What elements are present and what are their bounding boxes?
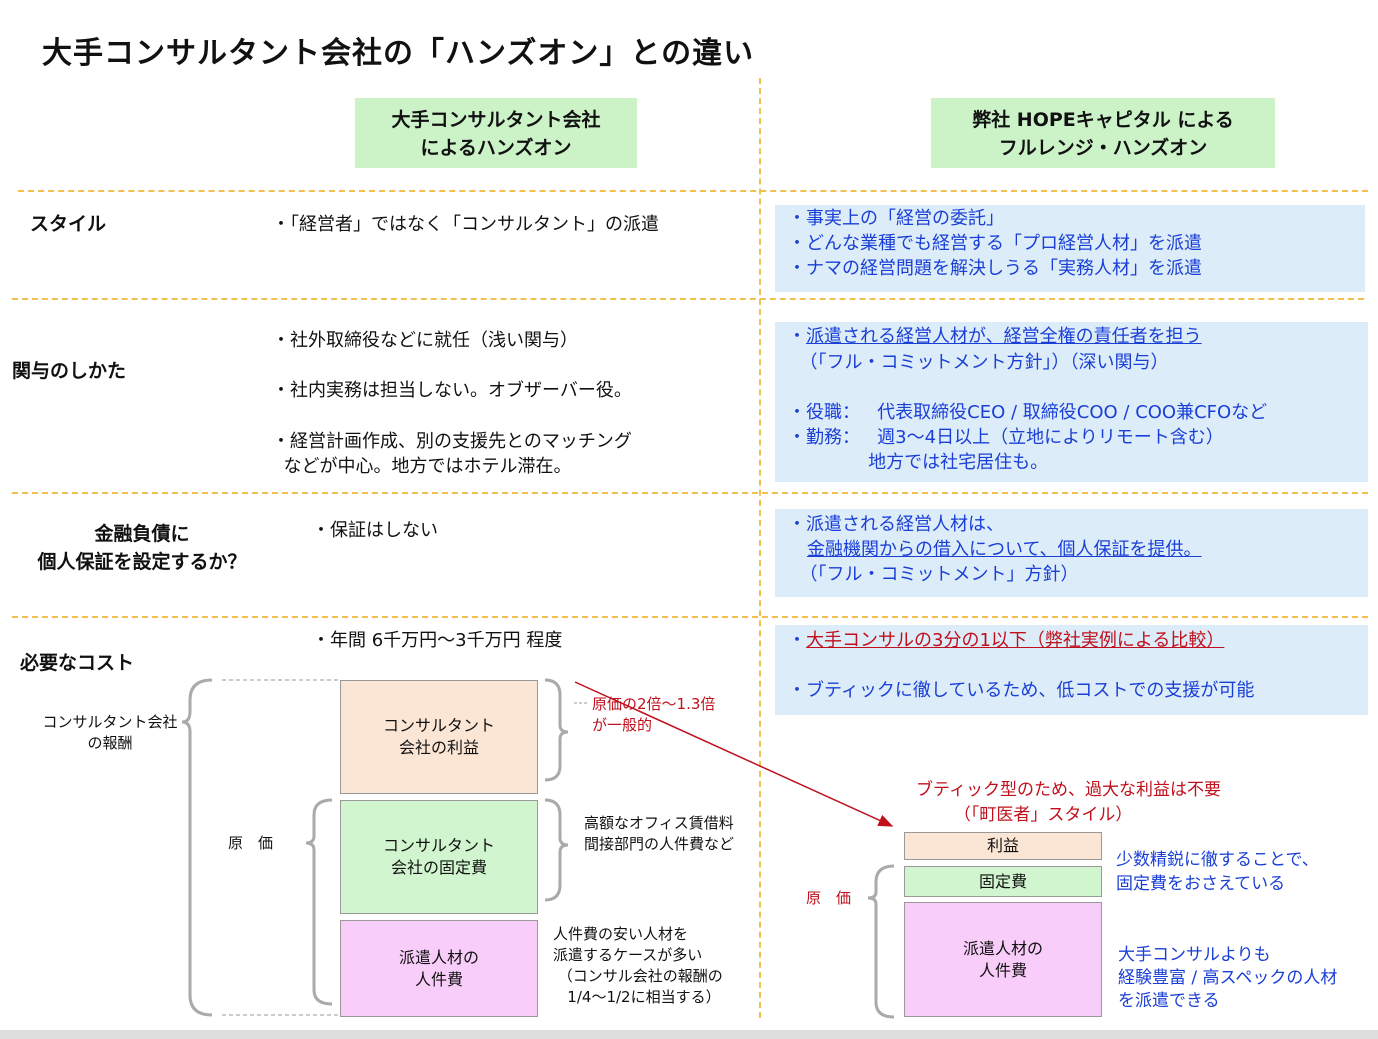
cost-right-1: 大手コンサルの3分の1以下（弊社実例による比較） <box>806 630 1225 651</box>
row-divider <box>12 616 1368 618</box>
involvement-left-1: ・社外取締役などに就任（浅い関与） <box>272 330 578 351</box>
page-title: 大手コンサルタント会社の「ハンズオン」との違い <box>42 36 755 71</box>
cost-right-2: ・ブティックに徹しているため、低コストでの支援が可能 <box>788 680 1255 701</box>
fixed-cost-box-right: 固定費 <box>904 866 1102 897</box>
guarantee-right-2: 金融機関からの借入について、個人保証を提供。 <box>807 539 1202 560</box>
involvement-right-1: 派遣される経営人材が、経営全権の責任者を担う <box>806 326 1202 347</box>
guarantee-left-text: ・保証はしない <box>312 520 438 541</box>
involvement-left-2: ・社内実務は担当しない。オブザーバー役。 <box>272 380 632 401</box>
involvement-right-3: ・役職： 代表取締役CEO / 取締役COO / COO兼CFOなど ・勤務： … <box>788 402 1268 473</box>
guarantee-right-3: （「フル・コミットメント」方針） <box>788 564 1079 585</box>
cost-left-text: ・年間 6千万円～3千万円 程度 <box>312 630 563 651</box>
labor-cost-box-left: 派遣人材の 人件費 <box>340 920 538 1017</box>
bullet: ・ <box>788 630 806 651</box>
style-right-box <box>775 205 1365 292</box>
fixed-cost-box-left: コンサルタント 会社の固定費 <box>340 800 538 914</box>
bracket-profit <box>544 678 569 782</box>
involvement-right-2: （「フル・コミットメント方針」）（深い関与） <box>788 352 1169 373</box>
right-diagram-heading: ブティック型のため、過大な利益は不要 （「町医者」スタイル） <box>916 780 1221 825</box>
note-fixed-right: 少数精鋭に徹することで、 固定費をおさえている <box>1116 850 1319 894</box>
bracket-fixed <box>544 798 569 902</box>
cost-right-box <box>775 625 1368 715</box>
involvement-right-box <box>775 322 1368 482</box>
header-left: 大手コンサルタント会社 によるハンズオン <box>355 98 637 168</box>
bracket-remuneration <box>181 678 213 1017</box>
column-divider <box>759 78 761 1018</box>
row-label-style: スタイル <box>30 213 107 235</box>
cost-label-left: 原 価 <box>228 834 274 852</box>
header-right: 弊社 HOPEキャピタル による フルレンジ・ハンズオン <box>931 98 1275 168</box>
note-fixed-left: 高額なオフィス賃借料 間接部門の人件費など <box>584 814 735 853</box>
style-left-text: ・「経営者」ではなく「コンサルタント」の派遣 <box>272 214 659 235</box>
row-divider <box>12 298 1364 300</box>
bottom-bar <box>0 1030 1378 1039</box>
guarantee-right-1: ・派遣される経営人材は、 <box>788 514 1004 535</box>
comparison-arrow <box>574 681 894 827</box>
style-right-text: ・事実上の「経営の委託」 ・どんな業種でも経営する「プロ経営人材」を派遣 ・ナマ… <box>788 208 1202 279</box>
note-labor-right: 大手コンサルよりも 経験豊富 / 高スペックの人材 を派遣できる <box>1118 945 1338 1011</box>
row-label-cost: 必要なコスト <box>20 652 135 674</box>
note-labor-left: 人件費の安い人材を 派遣するケースが多い （コンサル会社の報酬の 1/4～1/2… <box>553 925 723 1006</box>
involvement-left-3: ・経営計画作成、別の支援先とのマッチング などが中心。地方ではホテル滞在。 <box>272 431 632 477</box>
note-profit-left: 原価の2倍～1.3倍 が一般的 <box>592 695 716 734</box>
bullet: ・ <box>788 326 806 347</box>
row-divider <box>12 492 1368 494</box>
bracket-cost-left <box>305 798 333 1006</box>
cost-label-right: 原 価 <box>806 889 852 907</box>
row-divider <box>18 190 1368 192</box>
guarantee-right-box <box>775 509 1368 597</box>
profit-box-right: 利益 <box>904 832 1102 860</box>
row-label-involvement: 関与のしかた <box>12 360 127 382</box>
labor-cost-box-right: 派遣人材の 人件費 <box>904 902 1102 1017</box>
row-label-guarantee: 金融負債に 個人保証を設定するか？ <box>37 523 247 573</box>
profit-box-left: コンサルタント 会社の利益 <box>340 680 538 794</box>
bracket-cost-right <box>867 864 895 1019</box>
remuneration-label: コンサルタント会社 の報酬 <box>42 713 178 752</box>
